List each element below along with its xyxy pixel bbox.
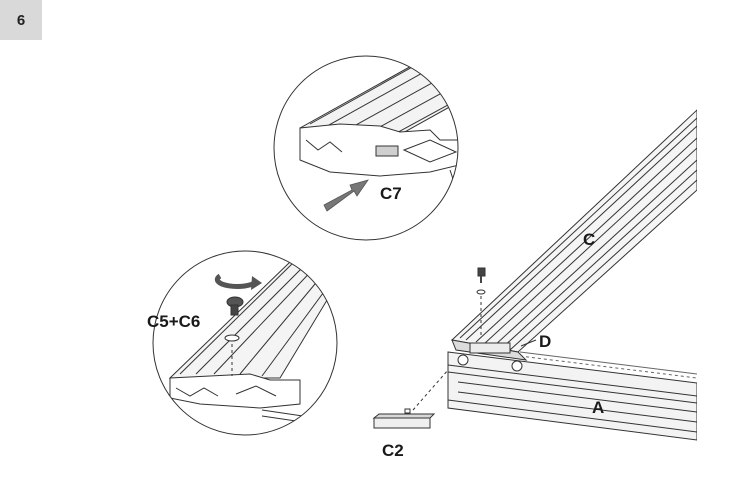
detail-circle-c5c6 (152, 250, 338, 436)
rail-c (450, 109, 697, 353)
label-c2: C2 (382, 441, 404, 460)
step-number-badge: 6 (0, 0, 42, 40)
rotate-arrowhead (251, 276, 262, 290)
leader-d (520, 339, 537, 347)
screw-c5 (476, 267, 486, 338)
label-d: D (539, 332, 551, 351)
label-c7: C7 (380, 184, 402, 203)
rotate-arrow-icon (214, 273, 258, 289)
screw-icon (226, 296, 244, 316)
detail-circle-c7 (273, 55, 459, 241)
label-c5-c6: C5+C6 (147, 312, 200, 331)
rail-a (447, 351, 697, 441)
label-a: A (592, 398, 604, 417)
step-number: 6 (16, 11, 26, 29)
label-c: C (583, 230, 595, 249)
corner-profile (447, 339, 528, 408)
end-cap-c2 (372, 369, 449, 429)
main-assembly (447, 109, 697, 441)
push-arrow (323, 179, 369, 212)
